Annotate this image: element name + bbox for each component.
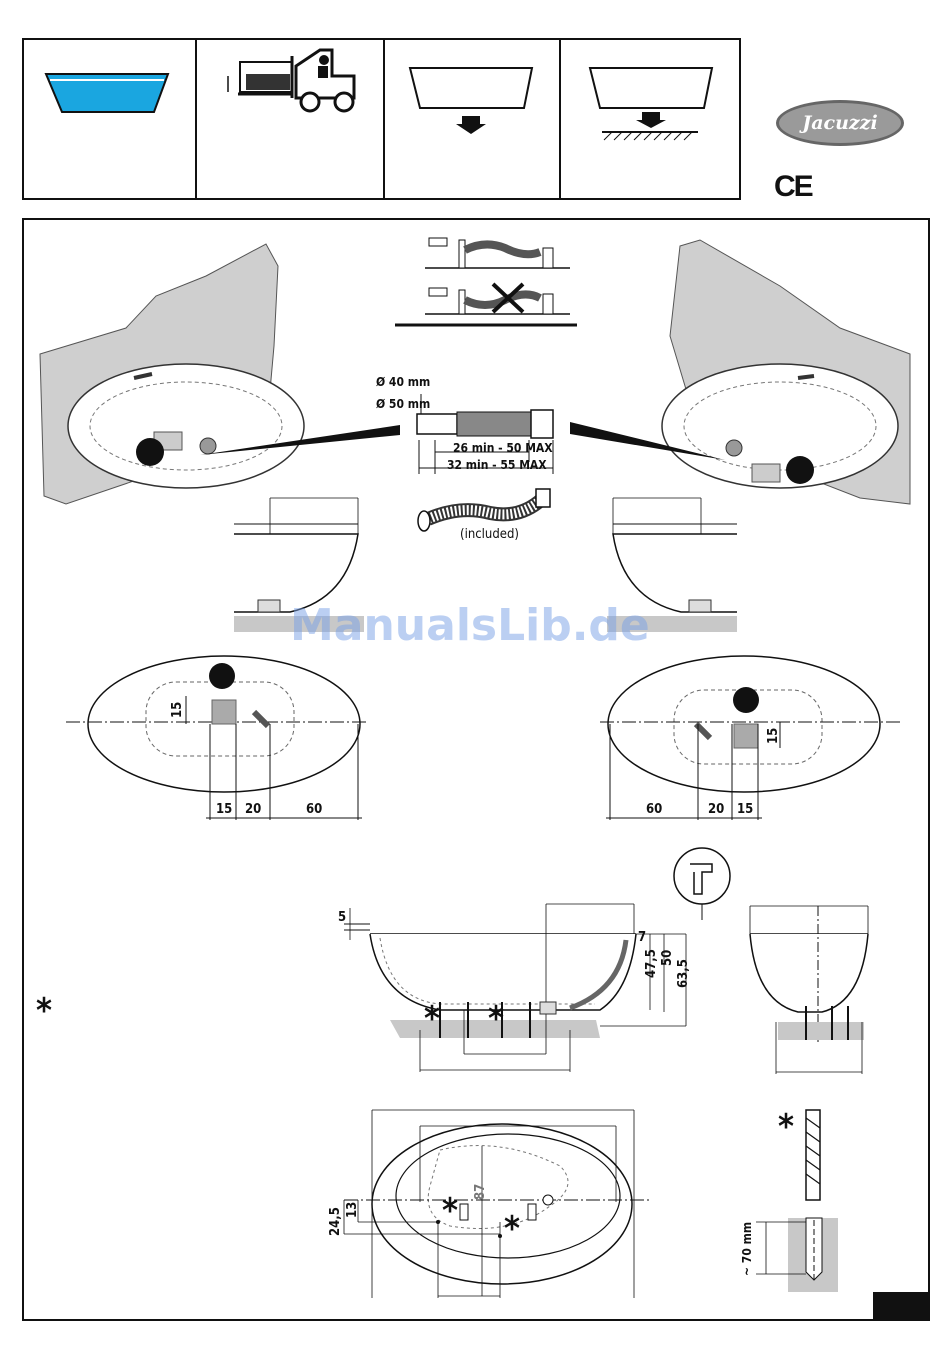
section-top-gap: 5 bbox=[338, 910, 346, 925]
section-dim-7: 7 bbox=[638, 930, 646, 945]
asterisk-legend: * bbox=[36, 994, 52, 1028]
drill-depth-label: ~ 70 mm bbox=[740, 1222, 754, 1276]
filled-bathtub-icon bbox=[40, 62, 180, 122]
forklift-icon bbox=[224, 46, 364, 116]
plan-right-dim-b: 20 bbox=[708, 802, 724, 817]
side-elevation bbox=[340, 900, 700, 1075]
flexible-hose-icon bbox=[410, 485, 560, 530]
plan-right-dim-c: 15 bbox=[737, 802, 753, 817]
plan-bottom-dim-245: 24,5 bbox=[328, 1207, 343, 1236]
bottom-plan-view bbox=[340, 1106, 660, 1306]
page-number-box bbox=[873, 1292, 928, 1320]
section-dim-63: 63,5 bbox=[676, 959, 691, 988]
pipe-correct-icon bbox=[425, 230, 575, 275]
logo-text: Jacuzzi bbox=[802, 112, 877, 134]
asterisk-side-a: * bbox=[424, 1002, 440, 1036]
asterisk-side-b: * bbox=[488, 1002, 504, 1036]
section-dim-50: 50 bbox=[660, 950, 675, 966]
section-dim-47: 47,5 bbox=[644, 949, 659, 978]
hose-included-note: (included) bbox=[460, 527, 519, 542]
drill-hole-section bbox=[754, 1214, 844, 1294]
plan-left-dim-c: 60 bbox=[306, 802, 322, 817]
drill-bit-icon bbox=[800, 1108, 830, 1203]
jacuzzi-logo: Jacuzzi bbox=[776, 100, 904, 146]
pipe-wrong-icon bbox=[425, 280, 575, 325]
plan-left-dim-b: 20 bbox=[245, 802, 261, 817]
hose-length-b: 32 min - 55 MAX bbox=[447, 458, 547, 472]
bathtub-floor-icon bbox=[588, 66, 718, 146]
ce-mark: CE bbox=[774, 170, 812, 204]
plan-view-right bbox=[600, 652, 910, 827]
plan-right-dim-side: 15 bbox=[766, 728, 781, 744]
hose-length-a: 26 min - 50 MAX bbox=[453, 441, 553, 455]
diameter-40-label: Ø 40 mm bbox=[376, 375, 430, 389]
divider-line bbox=[395, 322, 580, 328]
plan-left-dim-a: 15 bbox=[216, 802, 232, 817]
end-elevation bbox=[748, 902, 878, 1077]
asterisk-plan-a: * bbox=[442, 1194, 458, 1228]
plan-right-dim-a: 60 bbox=[646, 802, 662, 817]
watermark: ManualsLib.de bbox=[290, 600, 650, 651]
plan-left-dim-side: 15 bbox=[170, 702, 185, 718]
asterisk-plan-b: * bbox=[504, 1212, 520, 1246]
detail-pointer-left bbox=[200, 415, 405, 465]
bathtub-drop-icon bbox=[408, 66, 538, 146]
detail-pointer-right bbox=[570, 418, 730, 468]
plan-bottom-dim-87: 87 bbox=[473, 1184, 488, 1200]
bathtub-wall-right bbox=[660, 236, 920, 516]
asterisk-drill: * bbox=[778, 1110, 794, 1144]
plan-view-left bbox=[66, 652, 376, 827]
bathtub-wall-left bbox=[36, 236, 326, 516]
plan-bottom-dim-13: 13 bbox=[345, 1202, 360, 1218]
